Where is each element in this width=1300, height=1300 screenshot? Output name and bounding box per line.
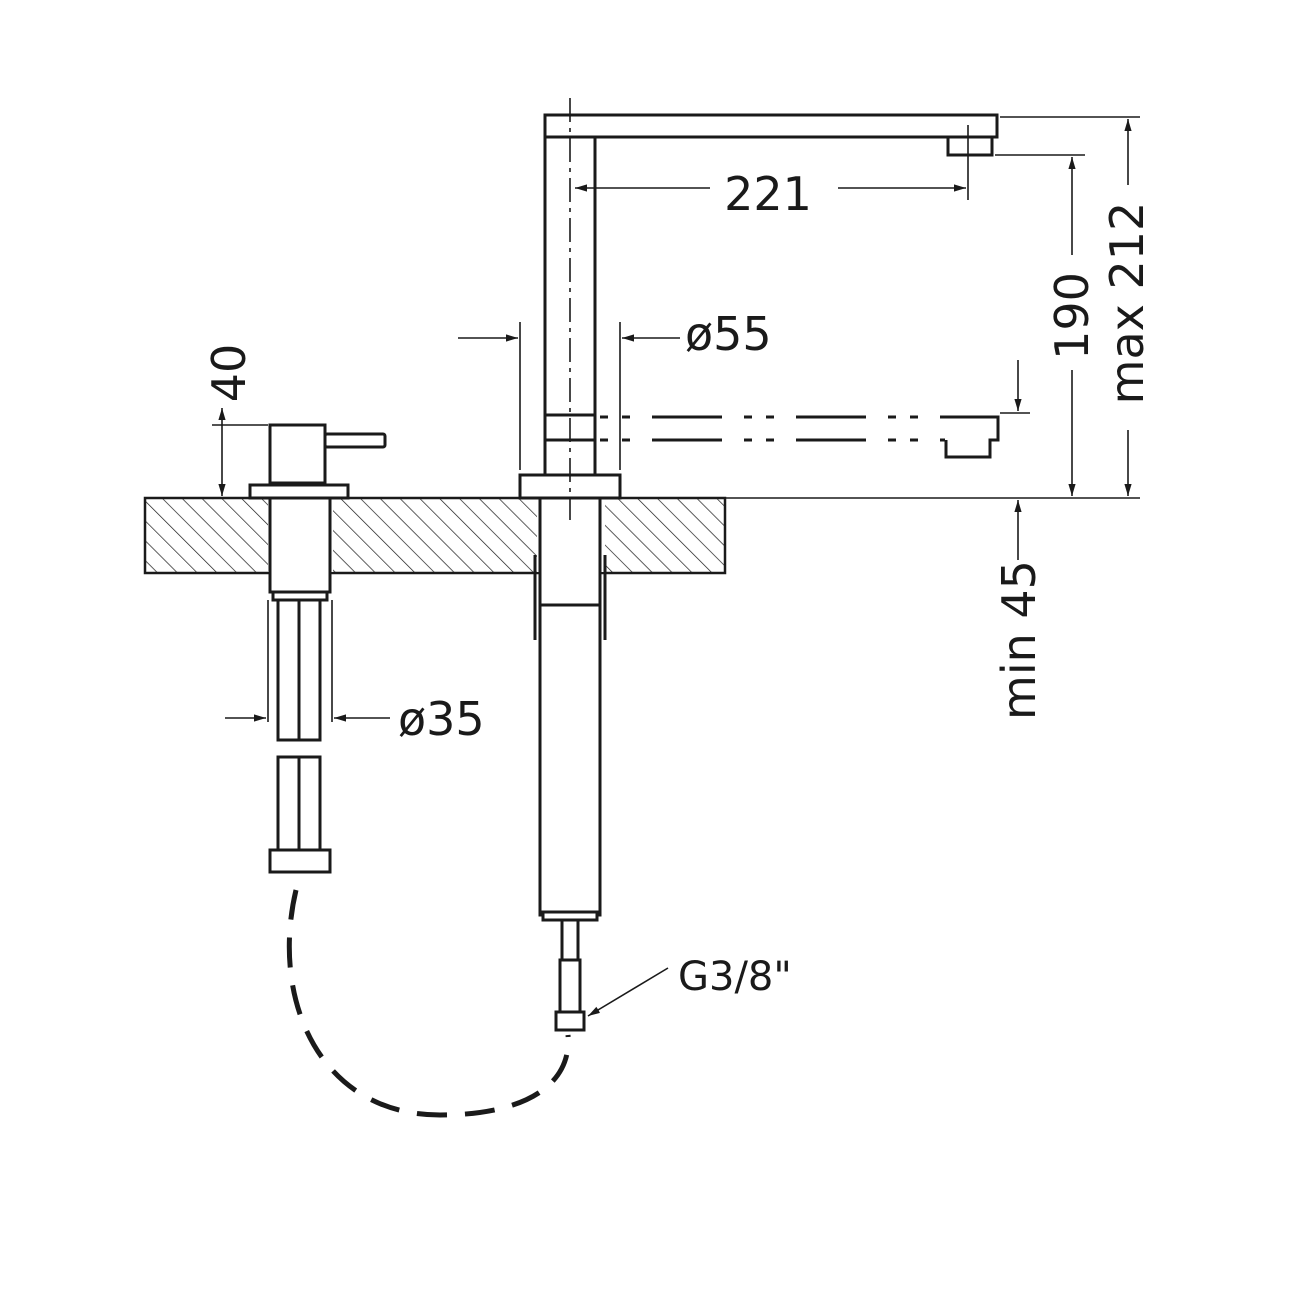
dimension-lines	[212, 116, 1140, 1017]
dim-tap-diameter: ø55	[685, 307, 772, 361]
dim-dispenser-height: 40	[202, 344, 256, 403]
connection-label: G3/8"	[678, 954, 792, 1000]
hose-dashed	[286, 889, 571, 1118]
dim-max-height: max 212	[1100, 202, 1154, 405]
kitchen-tap	[518, 98, 1000, 1032]
dim-spout-height: 190	[1045, 272, 1099, 360]
dispenser-lever	[323, 432, 387, 449]
soap-dispenser	[248, 423, 571, 1118]
dispenser-head	[268, 423, 327, 485]
dim-dispenser-diameter: ø35	[398, 692, 485, 746]
aerator	[946, 137, 994, 157]
spout	[543, 113, 999, 139]
dispenser-plate	[248, 483, 350, 500]
dispenser-shank	[268, 496, 332, 594]
countertop	[143, 496, 727, 575]
dim-spout-reach: 221	[724, 167, 812, 221]
spout-alt-position	[600, 415, 1000, 459]
connection-nut	[554, 1010, 586, 1032]
tap-body-under	[538, 603, 602, 917]
dim-min-counter: min 45	[992, 560, 1046, 720]
supply-fitting	[560, 918, 580, 962]
dispenser-nut	[268, 848, 332, 874]
